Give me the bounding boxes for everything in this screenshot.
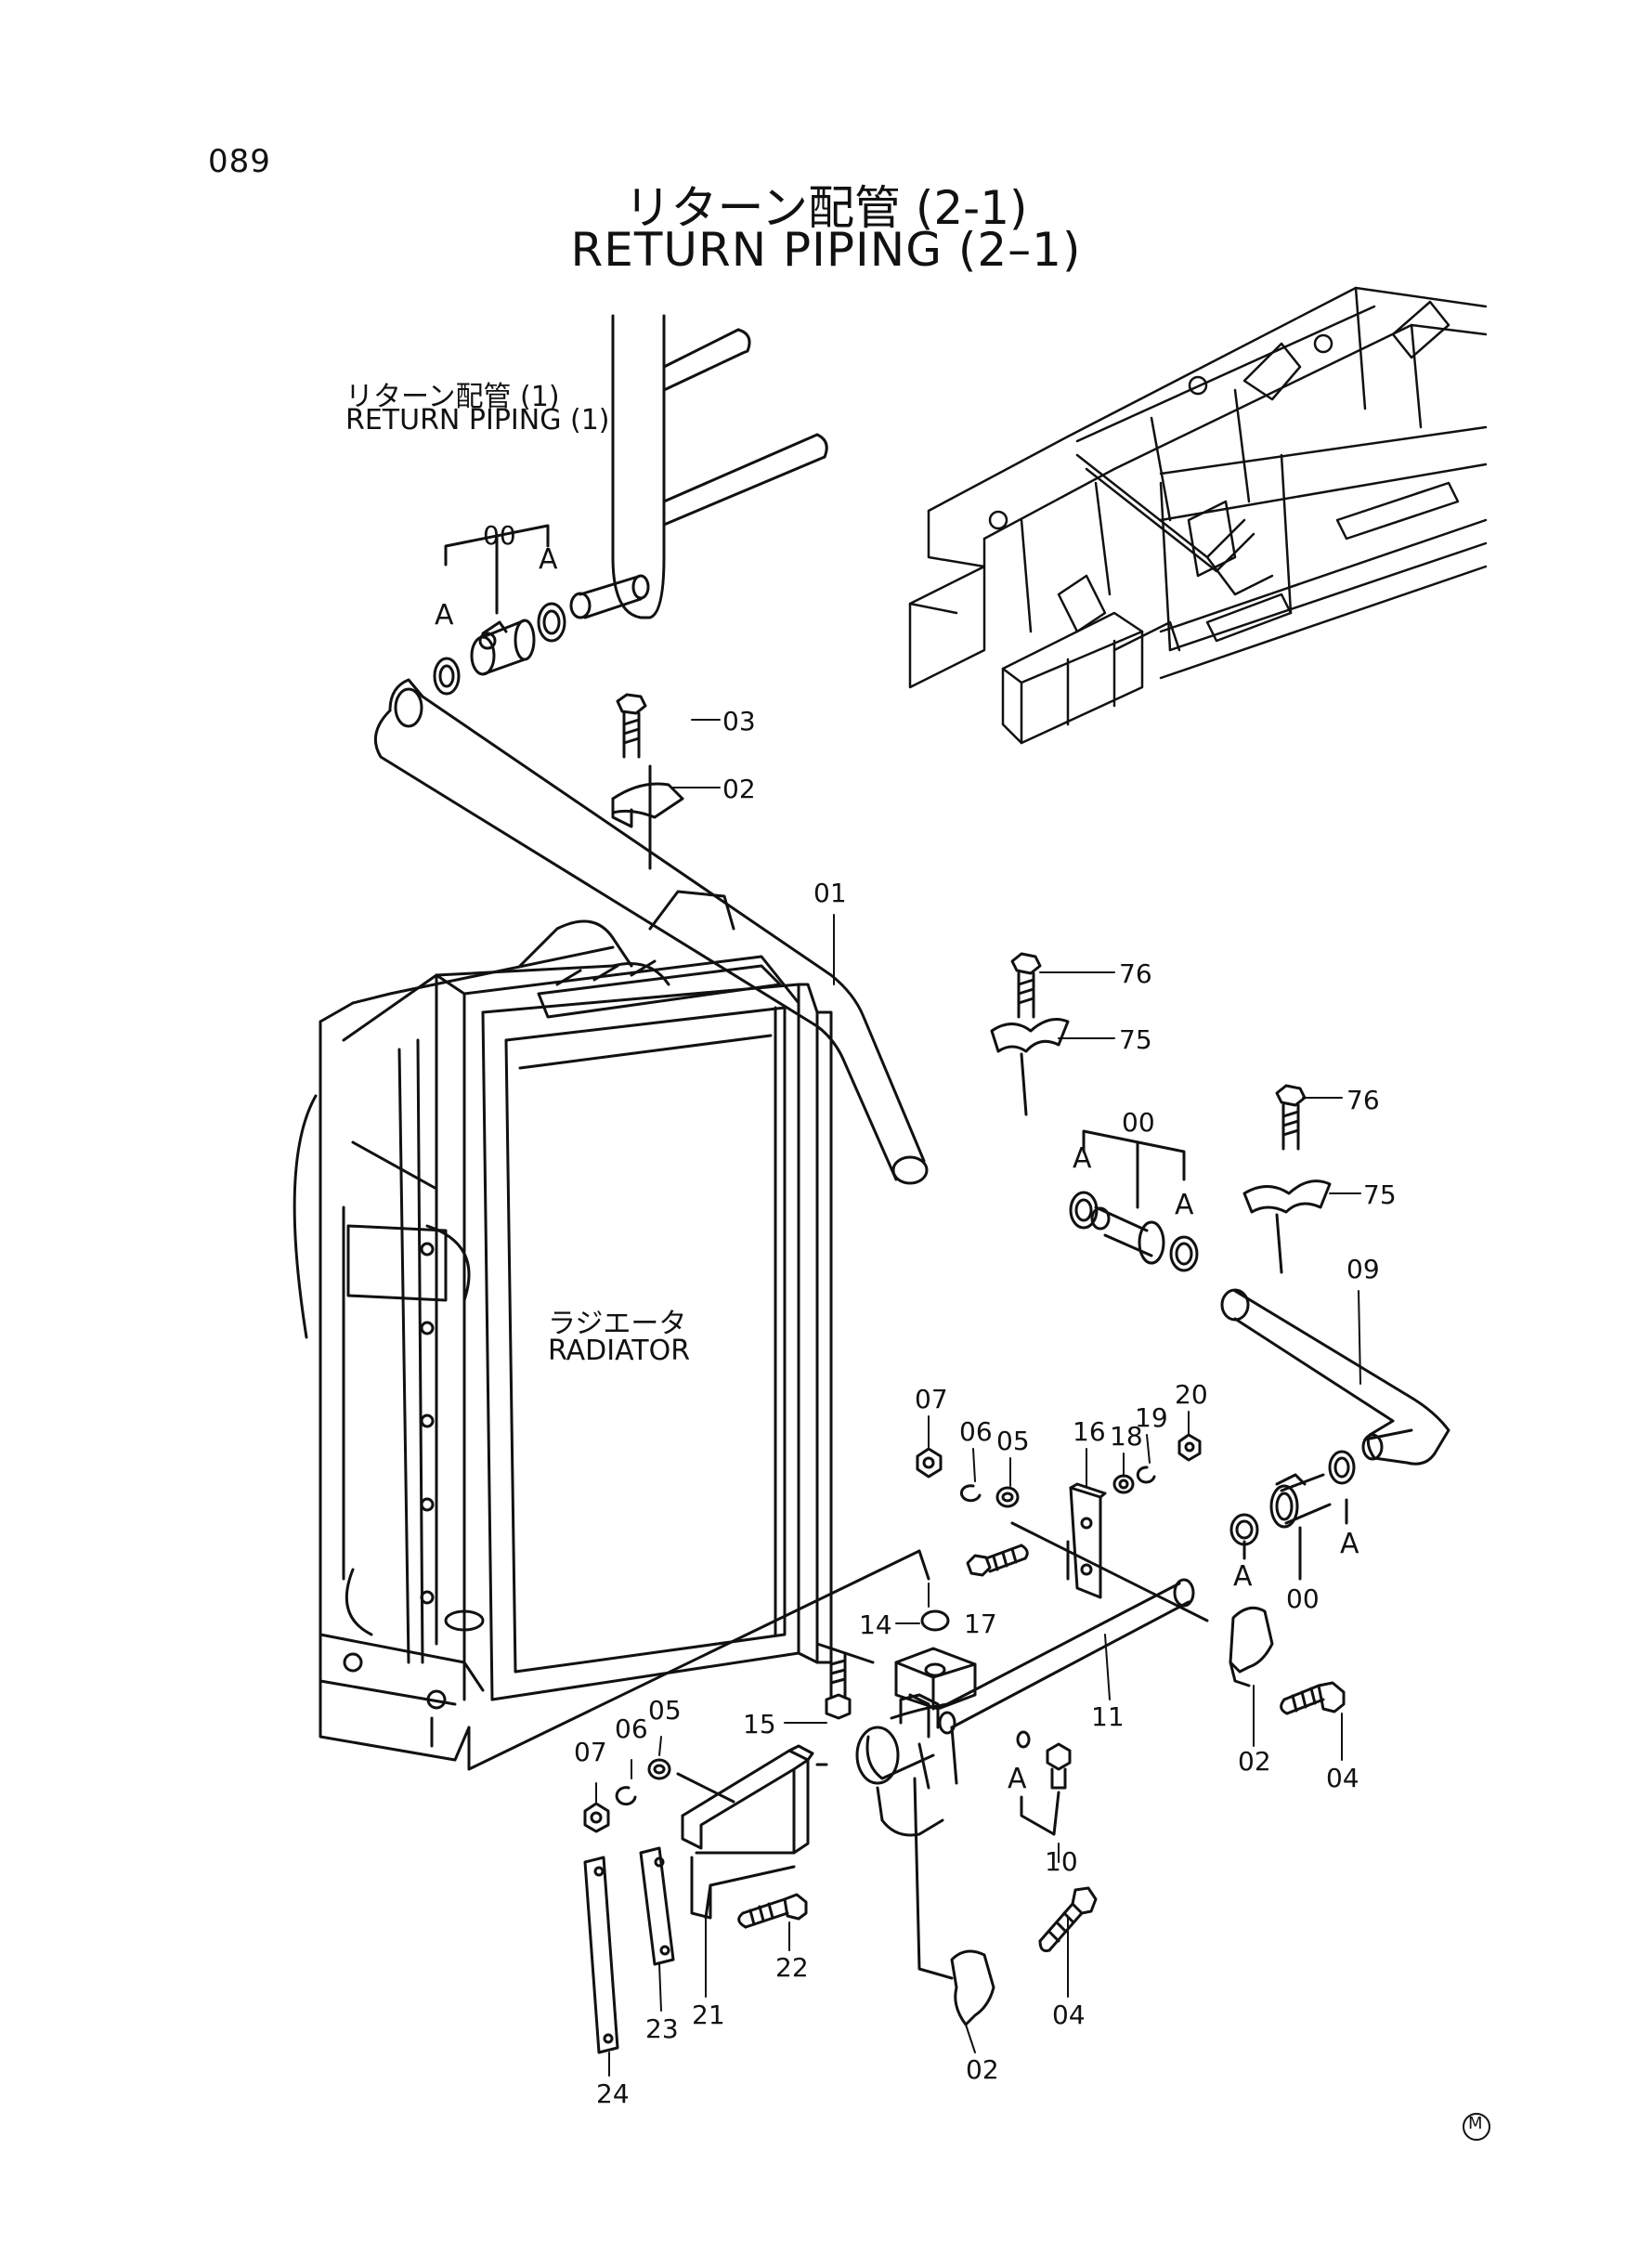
- corner-mark: M: [1468, 2114, 1483, 2133]
- bracket-leader-lines: [467, 1521, 1209, 1771]
- callout-02: 02: [722, 774, 756, 804]
- callout-75: 75: [1363, 1179, 1397, 1210]
- callout-A: A: [1008, 1763, 1027, 1795]
- radiator-label-jp: ラジエータ: [548, 1308, 687, 1340]
- callout-04: 04: [1052, 2000, 1086, 2030]
- return-piping-1-label-en: RETURN PIPING (1): [345, 404, 610, 436]
- bolt-15: [815, 1642, 875, 1720]
- callout-76: 76: [1346, 1085, 1380, 1115]
- callout-10: 10: [1045, 1846, 1078, 1877]
- callout-03: 03: [722, 706, 756, 736]
- callout-09: 09: [1346, 1254, 1380, 1284]
- callout-00: 00: [1286, 1583, 1320, 1614]
- callout-06: 06: [959, 1416, 993, 1447]
- plug-10: [1016, 1730, 1072, 1836]
- plate-16: [1069, 1482, 1107, 1599]
- upper-frame-assembly: [908, 286, 1488, 745]
- callout-leaders: [595, 719, 1361, 2077]
- callout-A: A: [1175, 1189, 1194, 1221]
- pipe-01: [373, 678, 929, 1185]
- bolt-17: [966, 1544, 1029, 1577]
- callout-15: 15: [743, 1709, 776, 1739]
- callout-14: 14: [859, 1609, 892, 1640]
- callout-05: 05: [648, 1695, 682, 1726]
- pipe-11: [855, 1578, 1195, 1980]
- clamp-02-and-bolt-04-right: [1229, 1606, 1346, 1715]
- clamp-02-and-bolt-04-lower: [950, 1886, 1098, 2026]
- hose-clamp-group-right: [1229, 1450, 1356, 1581]
- callout-A: A: [1340, 1528, 1359, 1560]
- callout-07: 07: [574, 1737, 607, 1767]
- callout-16: 16: [1073, 1416, 1106, 1447]
- callout-76: 76: [1119, 958, 1152, 989]
- callout-21: 21: [692, 2000, 725, 2030]
- callout-01: 01: [813, 878, 847, 908]
- callout-A: A: [539, 543, 558, 576]
- bolt-03-and-clamp-02: [611, 693, 684, 828]
- callout-02: 02: [1238, 1746, 1271, 1777]
- bolt-76-and-clamp-75-right: [1242, 1084, 1332, 1274]
- callout-22: 22: [775, 1952, 809, 1983]
- callout-18: 18: [1110, 1421, 1143, 1452]
- lower-bracket-assembly: [583, 1744, 828, 2054]
- radiator-assembly: [293, 890, 833, 1762]
- return-piping-1-label-jp: リターン配管 (1): [345, 381, 560, 413]
- callout-19: 19: [1135, 1402, 1168, 1433]
- callout-23: 23: [645, 2013, 679, 2044]
- vertical-return-pipes: [569, 314, 828, 619]
- title-english: RETURN PIPING (2–1): [570, 223, 1082, 277]
- callout-20: 20: [1175, 1379, 1208, 1410]
- callout-00: 00: [1122, 1107, 1155, 1138]
- callout-04: 04: [1326, 1763, 1359, 1793]
- radiator-label-en: RADIATOR: [548, 1335, 691, 1367]
- callout-06: 06: [615, 1713, 648, 1744]
- callout-24: 24: [596, 2078, 630, 2109]
- bolt-76-and-clamp-75-center: [990, 952, 1070, 1116]
- callout-02: 02: [966, 2054, 999, 2085]
- hose-clamp-group-center: [1069, 1129, 1199, 1272]
- callout-17: 17: [964, 1609, 997, 1639]
- callout-07: 07: [915, 1384, 948, 1414]
- callout-05: 05: [996, 1426, 1030, 1456]
- callout-A: A: [435, 599, 454, 632]
- callout-00: 00: [483, 520, 516, 551]
- callout-A: A: [1233, 1560, 1253, 1593]
- callout-A: A: [1073, 1142, 1092, 1175]
- title-japanese: リターン配管 (2-1): [624, 181, 1028, 235]
- pipe-09: [1220, 1288, 1450, 1466]
- corner-mark-circle: [1463, 2113, 1490, 2141]
- callout-75: 75: [1119, 1024, 1152, 1055]
- page-number: 089: [208, 143, 271, 180]
- hose-clamp-group-upper: [433, 524, 566, 696]
- fastener-stack-upper: [916, 1433, 1202, 1632]
- callout-11: 11: [1091, 1701, 1125, 1732]
